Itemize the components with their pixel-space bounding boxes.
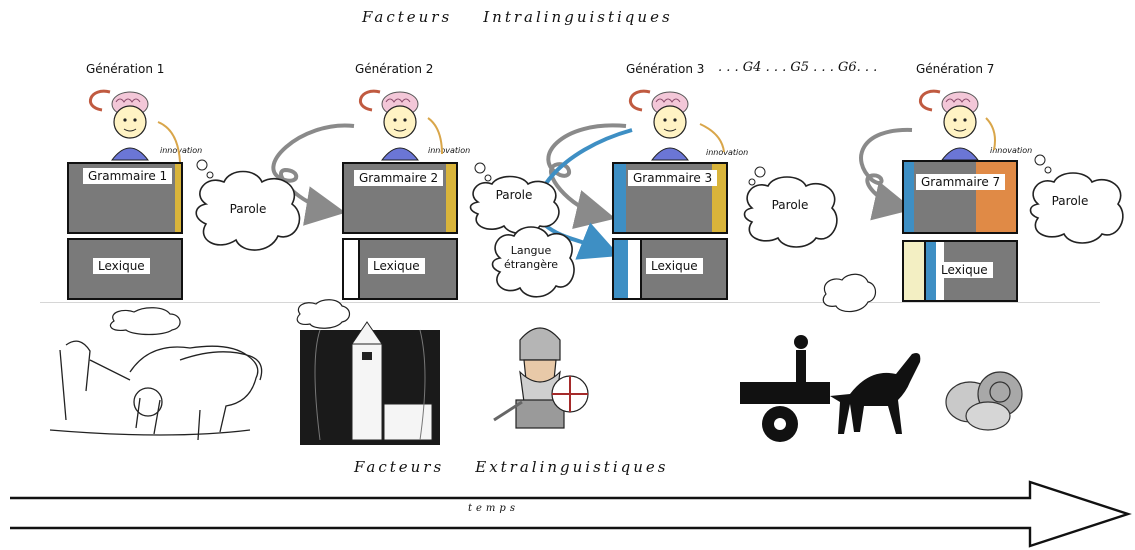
innovation-strip	[344, 240, 360, 298]
innovation-label-1: innovation	[160, 146, 203, 155]
extralinguistic-title: Facteurs Extralinguistiques	[354, 458, 669, 476]
thought-cloud-icon	[1029, 172, 1124, 244]
grammar-box-3: Grammaire 3	[612, 162, 728, 234]
horse-cart-icon	[740, 335, 921, 442]
thought-cloud-icon	[491, 226, 575, 298]
foreign-language-label: Langue étrangère	[503, 244, 559, 271]
foreign-strip	[614, 240, 628, 298]
head-with-brain-icon	[918, 89, 980, 161]
generation-2-label: Génération 2	[355, 62, 434, 76]
innovation-strip	[628, 240, 642, 298]
warrior-with-shield-icon	[493, 327, 589, 429]
lexicon-label-2: Lexique	[368, 258, 425, 274]
speech-label-7: Parole	[1051, 194, 1089, 208]
generation-3-label: Génération 3	[626, 62, 705, 76]
generation-7-label: Génération 7	[916, 62, 995, 76]
speech-label-1: Parole	[229, 202, 267, 216]
time-arrow-icon	[10, 480, 1132, 548]
transmission-arrow	[546, 123, 627, 229]
innovation-block	[976, 162, 1016, 232]
innovation-strip	[904, 242, 926, 300]
innovation-label-7: innovation	[990, 146, 1033, 155]
lexicon-label-3: Lexique	[646, 258, 703, 274]
lexicon-label-1: Lexique	[93, 258, 150, 274]
lexicon-label-7: Lexique	[936, 262, 993, 278]
head-with-brain-icon	[628, 89, 690, 161]
lexicon-box-7: Lexique	[902, 240, 1018, 302]
grammar-label-3: Grammaire 3	[628, 170, 718, 186]
innovation-strip	[446, 164, 456, 232]
innovation-label-2: innovation	[428, 146, 471, 155]
head-with-brain-icon	[88, 89, 150, 161]
more-generations-label: . . . G4 . . . G5 . . . G6. . .	[718, 60, 878, 75]
grammar-label-7: Grammaire 7	[916, 174, 1006, 190]
time-label: temps	[468, 503, 519, 514]
foreign-strip	[904, 162, 914, 232]
foreign-strip	[926, 242, 936, 300]
generation-1-label: Génération 1	[86, 62, 165, 76]
lexicon-box-2: Lexique	[342, 238, 458, 300]
church-icon	[300, 321, 440, 445]
grammar-label-1: Grammaire 1	[83, 168, 173, 184]
grammar-label-2: Grammaire 2	[354, 170, 444, 186]
innovation-line	[699, 123, 725, 153]
innovation-label-3: innovation	[706, 148, 749, 157]
innovation-line	[427, 117, 443, 155]
foreign-strip	[614, 164, 626, 232]
grammar-box-7: Grammaire 7	[902, 160, 1018, 234]
thought-cloud-icon	[195, 170, 301, 251]
thought-cloud-icon	[822, 273, 877, 313]
lexicon-box-1: Lexique	[67, 238, 183, 300]
intralinguistic-title: Facteurs Intralinguistiques	[362, 8, 673, 26]
transmission-arrow	[859, 127, 914, 221]
thought-cloud-icon	[109, 307, 181, 336]
thought-cloud-icon	[296, 299, 351, 329]
innovation-line	[985, 117, 996, 151]
coins-icon	[945, 371, 1023, 431]
speech-label-3: Parole	[771, 198, 809, 212]
thought-cloud-icon	[743, 176, 838, 248]
head-with-brain-icon	[358, 89, 420, 161]
grammar-box-2: Grammaire 2	[342, 162, 458, 234]
plough-with-oxen-icon	[49, 340, 263, 441]
thought-cloud-icon	[469, 175, 560, 235]
lexicon-box-3: Lexique	[612, 238, 728, 300]
innovation-line	[157, 121, 181, 163]
grammar-box-1: Grammaire 1	[67, 162, 183, 234]
divider-line	[40, 302, 1100, 303]
speech-label-2: Parole	[495, 188, 533, 202]
innovation-strip	[175, 164, 181, 232]
